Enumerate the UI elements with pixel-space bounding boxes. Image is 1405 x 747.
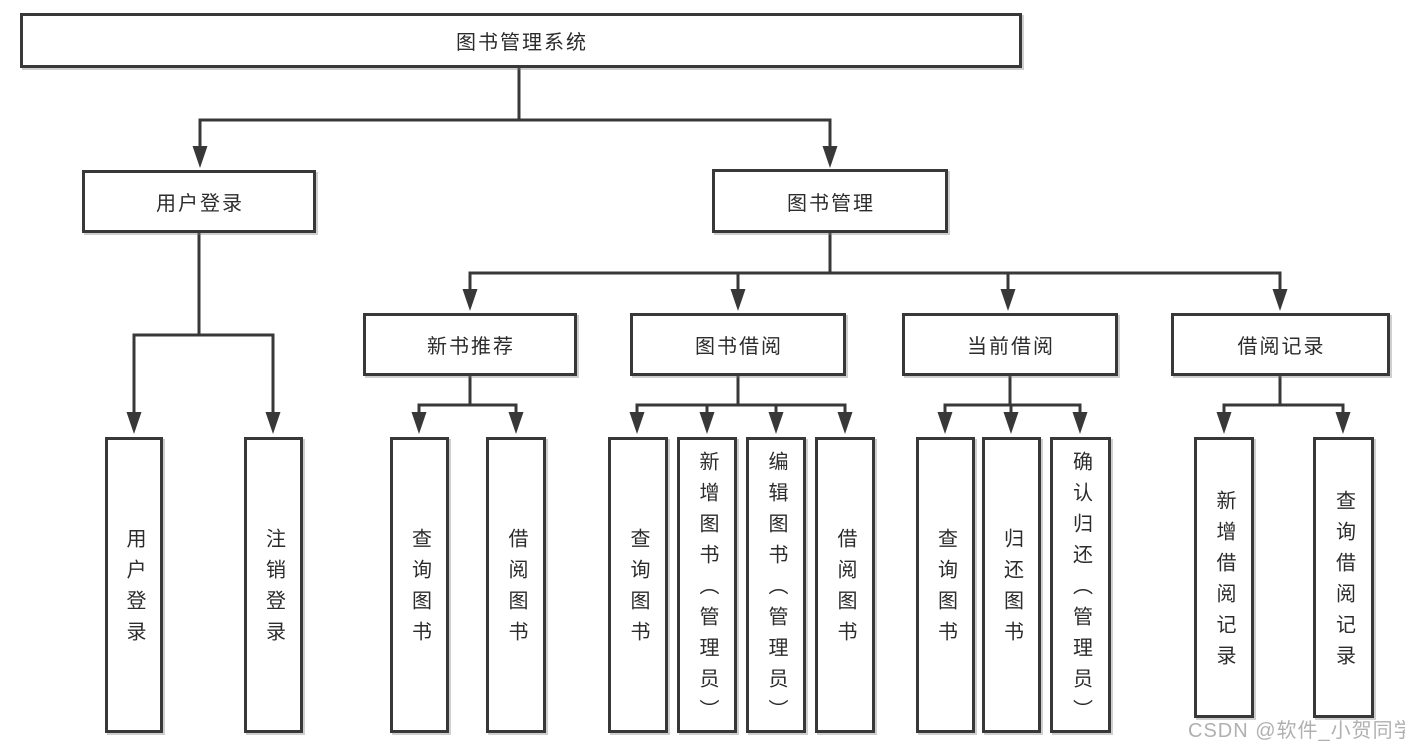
node-label: 借阅记录 xyxy=(1237,336,1326,358)
node-label: 查询图书 xyxy=(408,528,431,652)
csdn-watermark: CSDN @软件_小贺同学 xyxy=(1188,720,1405,742)
node-label: 注销登录 xyxy=(262,528,285,652)
node-label: 图书管理 xyxy=(787,192,875,215)
leaf-add-borrow-record: 新增借阅记录 xyxy=(1194,437,1254,718)
node-book-management-branch: 图书管理 xyxy=(712,169,948,233)
node-label: 新书推荐 xyxy=(427,336,515,358)
leaf-query-books-borrow: 查询图书 xyxy=(608,437,668,733)
leaf-return-books: 归还图书 xyxy=(982,437,1041,733)
node-current-borrow: 当前借阅 xyxy=(902,313,1118,376)
leaf-confirm-return-admin: 确认归还（管理员） xyxy=(1050,437,1111,733)
node-label: 新增借阅记录 xyxy=(1213,489,1235,676)
node-label: 归还图书 xyxy=(1000,528,1023,652)
node-label: 查询图书 xyxy=(934,528,957,652)
node-label: 查询借阅记录 xyxy=(1332,489,1355,676)
node-borrow-records: 借阅记录 xyxy=(1171,313,1390,376)
node-new-book-recommend: 新书推荐 xyxy=(363,313,577,376)
node-label: 图书管理系统 xyxy=(456,32,588,54)
leaf-query-books-current: 查询图书 xyxy=(916,437,975,733)
node-label: 确认归还（管理员） xyxy=(1069,450,1092,730)
node-user-login-branch: 用户登录 xyxy=(82,170,316,233)
arrowheads xyxy=(126,146,1351,434)
node-label: 用户登录 xyxy=(123,528,145,652)
leaf-edit-books-admin: 编辑图书（管理员） xyxy=(746,437,806,733)
node-label: 借阅图书 xyxy=(505,528,527,652)
leaf-logout: 注销登录 xyxy=(244,437,303,733)
node-label: 借阅图书 xyxy=(834,528,856,652)
node-label: 编辑图书（管理员） xyxy=(765,450,787,730)
node-book-borrow: 图书借阅 xyxy=(630,313,846,376)
leaf-borrow-books-recommend: 借阅图书 xyxy=(486,437,546,733)
node-label: 当前借阅 xyxy=(967,336,1055,358)
node-label: 新增图书（管理员） xyxy=(696,450,718,730)
leaf-query-books-recommend: 查询图书 xyxy=(390,437,449,733)
node-root-system: 图书管理系统 xyxy=(20,13,1022,68)
leaf-add-books-admin: 新增图书（管理员） xyxy=(677,437,737,733)
node-label: 图书借阅 xyxy=(695,336,783,358)
leaf-borrow-books: 借阅图书 xyxy=(815,437,875,733)
leaf-query-borrow-record: 查询借阅记录 xyxy=(1313,437,1374,718)
node-label: 用户登录 xyxy=(156,193,244,215)
node-label: 查询图书 xyxy=(627,528,649,652)
leaf-user-login: 用户登录 xyxy=(105,437,163,733)
